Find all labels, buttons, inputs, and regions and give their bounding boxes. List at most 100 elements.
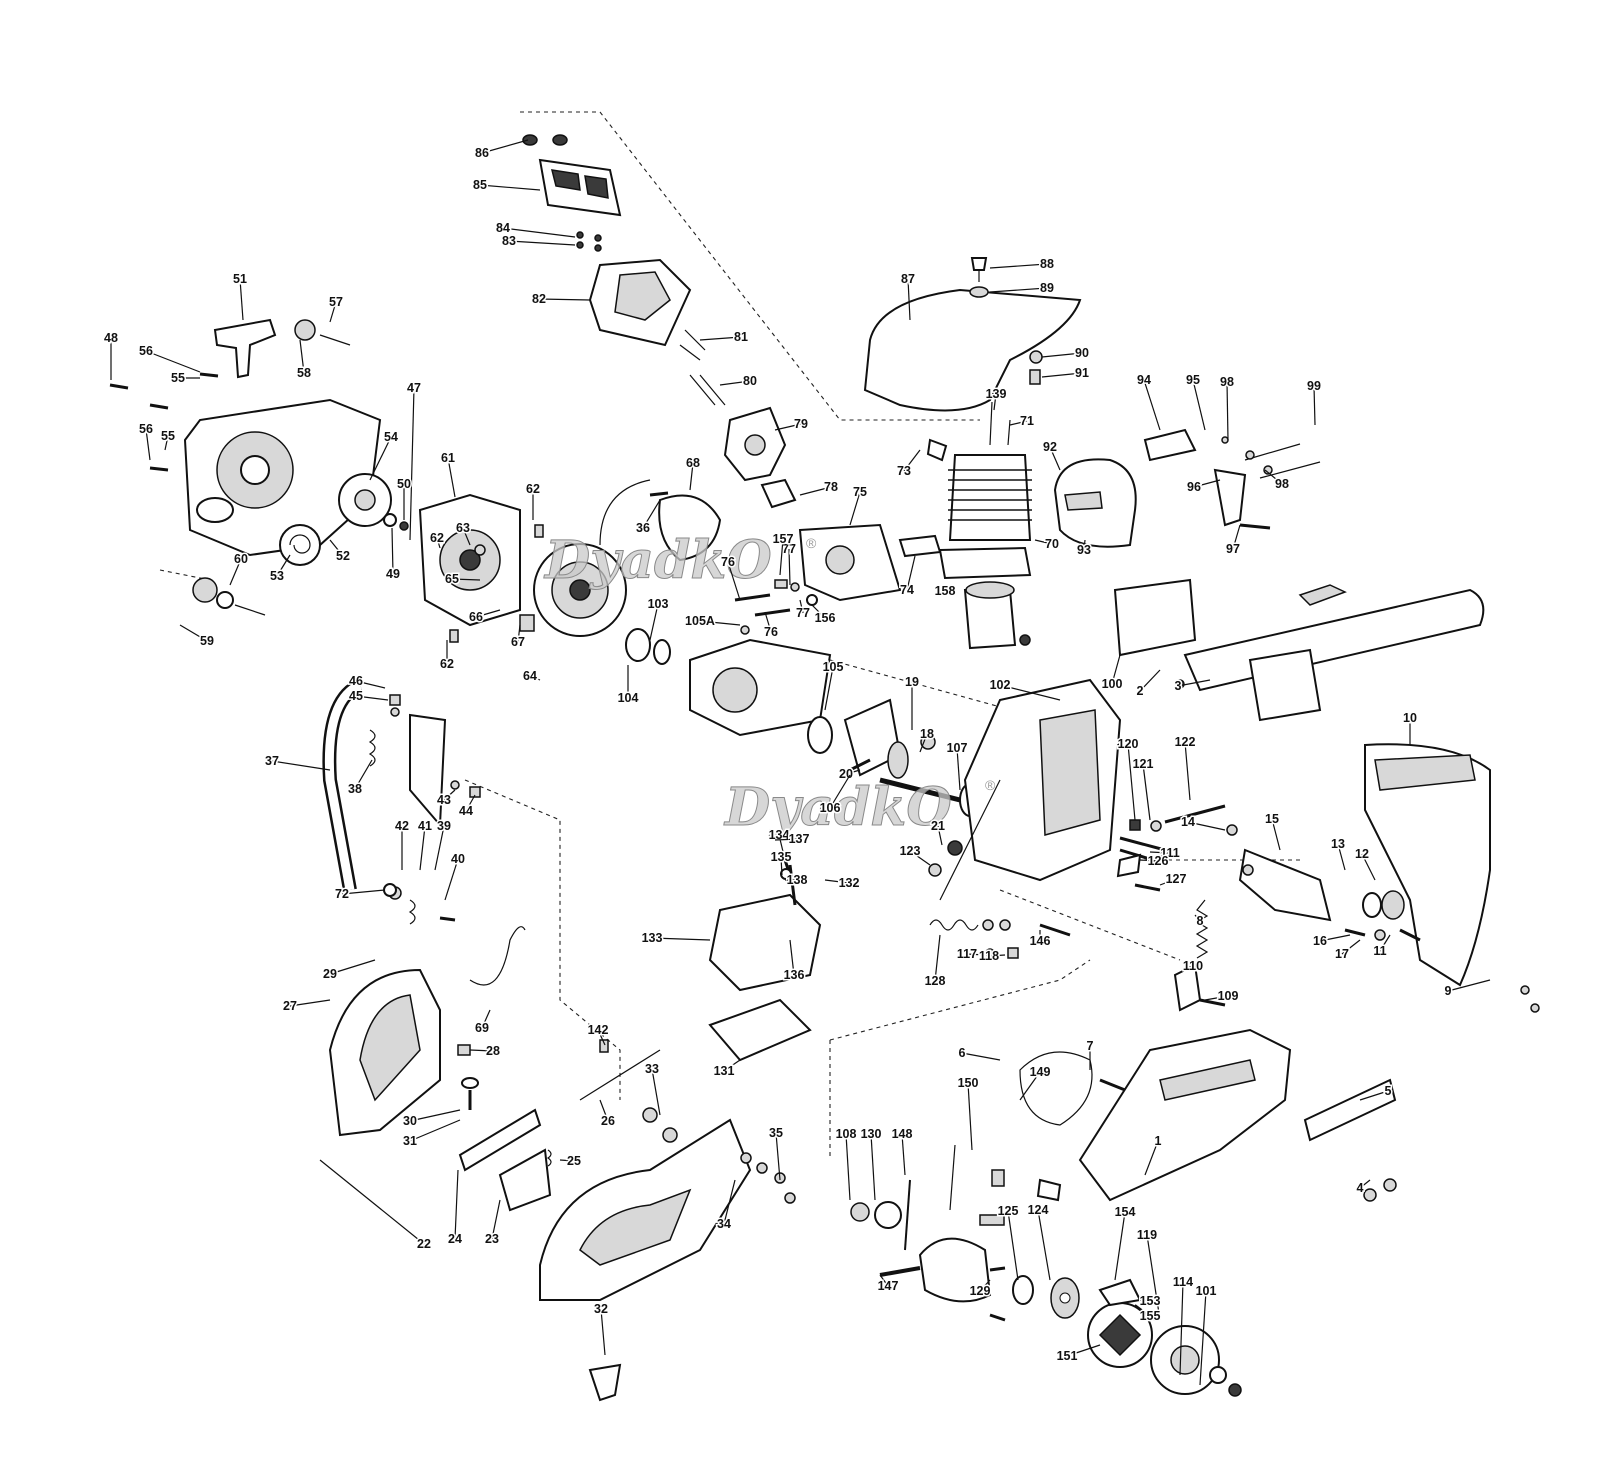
- callout-leader-line: [434, 825, 445, 871]
- part-number-label: 61: [441, 451, 455, 465]
- callout-leader-line: [329, 539, 344, 557]
- part-number-label: 91: [1075, 366, 1089, 380]
- callout-leader-line: [447, 457, 456, 498]
- part-number-label: 22: [417, 1237, 431, 1251]
- callout-leader-line: [1009, 420, 1028, 426]
- callout-leader-line: [1204, 995, 1229, 1001]
- part-number-label: 85: [473, 178, 487, 192]
- part-number-label: 29: [323, 967, 337, 981]
- part-number-label: 76: [721, 555, 735, 569]
- part-number-label: 39: [437, 819, 451, 833]
- callout-leader-line: [299, 339, 305, 374]
- part-number-label: 66: [469, 610, 483, 624]
- callout-leader-line: [1007, 1210, 1019, 1281]
- callout-leader-line: [479, 184, 541, 191]
- callout-leader-line: [1066, 1344, 1101, 1357]
- part-number-label: 150: [958, 1076, 979, 1090]
- part-number-label: 95: [1186, 373, 1200, 387]
- callout-leader-line: [1199, 1290, 1207, 1386]
- part-number-label: 110: [1183, 959, 1203, 973]
- callout-leader-line: [967, 1082, 973, 1151]
- callout-leader-line: [944, 587, 953, 592]
- part-number-label: 98: [1220, 375, 1234, 389]
- callout-leader-line: [475, 609, 501, 618]
- part-number-label: 134: [769, 828, 790, 842]
- callout-leader-line: [1127, 743, 1136, 821]
- callout-leader-line: [1379, 934, 1391, 952]
- part-number-label: 37: [265, 754, 279, 768]
- callout-leader-line: [829, 774, 851, 809]
- part-number-label: 135: [771, 850, 792, 864]
- part-number-label: 131: [714, 1064, 735, 1078]
- callout-leader-line: [1146, 1234, 1161, 1321]
- part-number-label: 82: [532, 292, 546, 306]
- part-number-label: 122: [1175, 735, 1196, 749]
- callout-leader-line: [824, 879, 850, 884]
- callout-leader-line: [849, 491, 861, 526]
- part-number-label: 33: [645, 1062, 659, 1076]
- callout-leader-line: [1359, 1090, 1389, 1101]
- part-number-label: 26: [601, 1114, 615, 1128]
- part-number-label: 27: [283, 999, 297, 1013]
- part-number-label: 52: [336, 549, 350, 563]
- callout-leader-line: [444, 858, 459, 901]
- part-number-label: 65: [445, 572, 459, 586]
- part-number-label: 3: [1175, 679, 1182, 693]
- part-number-label: 55: [161, 429, 175, 443]
- callout-leader-line: [538, 298, 591, 301]
- part-number-label: 58: [297, 366, 311, 380]
- part-number-label: 105A: [685, 614, 715, 628]
- part-number-label: 80: [743, 374, 757, 388]
- callout-leader-line: [774, 838, 800, 841]
- callout-leader-line: [369, 436, 392, 481]
- part-number-label: 31: [403, 1134, 417, 1148]
- callout-leader-line: [1139, 1309, 1151, 1317]
- callout-leader-line: [909, 850, 931, 866]
- callout-leader-line: [879, 1274, 889, 1287]
- part-number-label: 9: [1445, 984, 1452, 998]
- part-number-label: 76: [764, 625, 778, 639]
- callout-leader-line: [1144, 1140, 1159, 1176]
- callout-leader-line: [559, 1159, 575, 1162]
- part-number-label: 130: [861, 1127, 882, 1141]
- callout-leader-line: [1341, 939, 1361, 955]
- callout-leader-line: [229, 558, 242, 586]
- callout-leader-line: [1447, 979, 1491, 992]
- callout-leader-line: [919, 733, 928, 753]
- part-number-label: 67: [511, 635, 525, 649]
- callout-leader-line: [799, 599, 804, 614]
- part-number-label: 41: [418, 819, 432, 833]
- part-number-label: 155: [1140, 1309, 1161, 1323]
- callout-leader-line: [1083, 539, 1086, 551]
- part-number-label: 137: [789, 832, 810, 846]
- part-number-label: 4: [1357, 1181, 1364, 1195]
- part-number-label: 7: [1087, 1039, 1094, 1053]
- callout-leader-line: [649, 603, 659, 641]
- callout-leader-line: [1143, 379, 1161, 431]
- part-number-label: 18: [920, 727, 934, 741]
- callout-leader-line: [1226, 381, 1229, 441]
- part-number-label: 46: [349, 674, 363, 688]
- callout-leader-line: [907, 278, 911, 321]
- part-number-label: 25: [567, 1154, 581, 1168]
- part-number-label: 56: [139, 422, 153, 436]
- callout-leader-line: [1139, 669, 1161, 692]
- callout-leader-line: [1149, 851, 1171, 854]
- part-number-label: 127: [1166, 872, 1187, 886]
- callout-leader-line: [642, 499, 661, 529]
- part-number-label: 105: [823, 660, 844, 674]
- callout-leader-line: [1114, 1211, 1126, 1281]
- part-number-label: 32: [594, 1302, 608, 1316]
- callout-leader-line: [789, 939, 795, 976]
- part-number-label: 43: [437, 793, 451, 807]
- part-number-label: 108: [836, 1127, 857, 1141]
- callout-leader-line: [719, 380, 751, 386]
- part-number-label: 96: [1187, 480, 1201, 494]
- part-number-label: 106: [820, 801, 841, 815]
- callout-leader-line: [1037, 1209, 1051, 1281]
- callout-leader-line: [508, 240, 576, 246]
- part-number-label: 111: [1160, 846, 1180, 860]
- callout-leader-line: [451, 578, 481, 581]
- callout-leader-line: [727, 561, 741, 601]
- callout-leader-line: [354, 759, 373, 790]
